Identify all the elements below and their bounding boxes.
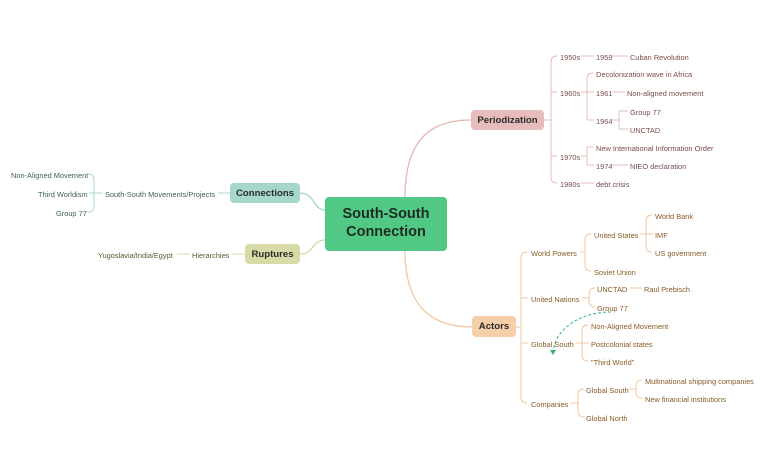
period-1964[interactable]: 1964 xyxy=(596,117,613,126)
period-nieo-declaration[interactable]: NIEO declaration xyxy=(630,162,687,171)
link-root-ruptures xyxy=(299,239,326,255)
period-1980s[interactable]: 1980s xyxy=(560,180,581,189)
ruptures-node[interactable]: Ruptures xyxy=(245,244,300,264)
actor-unctad[interactable]: UNCTAD xyxy=(597,285,628,294)
connections-node[interactable]: Connections xyxy=(230,183,300,203)
period-1970s[interactable]: 1970s xyxy=(560,153,581,162)
connections-nam[interactable]: Non-Aligned Movement xyxy=(11,171,89,180)
actor-world-bank[interactable]: World Bank xyxy=(655,212,694,221)
actor-us-government[interactable]: US government xyxy=(655,249,707,258)
period-1961[interactable]: 1961 xyxy=(596,89,613,98)
actor-companies-global-north[interactable]: Global North xyxy=(586,414,628,423)
actors-links xyxy=(472,214,653,418)
actor-financial-institutions[interactable]: New financial institutions xyxy=(645,395,726,404)
root-node[interactable]: South-South Connection xyxy=(325,197,447,251)
connections-third-worldism[interactable]: Third Worldism xyxy=(38,190,88,199)
actor-united-nations[interactable]: United Nations xyxy=(531,295,580,304)
connections-links xyxy=(87,173,230,213)
period-decolonization[interactable]: Decolonization wave in Africa xyxy=(596,70,693,79)
period-debt-crisis[interactable]: debt crisis xyxy=(596,180,630,189)
actor-postcolonial-states[interactable]: Postcolonial states xyxy=(591,340,653,349)
dashed-relation-arrow xyxy=(552,311,612,353)
actor-imf[interactable]: IMF xyxy=(655,231,668,240)
actor-united-states[interactable]: United States xyxy=(594,231,639,240)
actor-world-powers[interactable]: World Powers xyxy=(531,249,577,258)
actor-raul-prebisch[interactable]: Raul Prebisch xyxy=(644,285,691,294)
actor-third-world[interactable]: "Third World" xyxy=(591,358,635,367)
period-non-aligned[interactable]: Non-aligned movement xyxy=(627,89,704,98)
period-1959[interactable]: 1959 xyxy=(596,53,613,62)
actor-global-south[interactable]: Global South xyxy=(531,340,574,349)
period-1974[interactable]: 1974 xyxy=(596,162,613,171)
actor-group-77[interactable]: Group 77 xyxy=(597,304,628,313)
periodization-links xyxy=(544,55,628,184)
periodization-node[interactable]: Periodization xyxy=(471,110,544,130)
link-root-actors xyxy=(404,250,473,328)
ruptures-yugoslavia-india-egypt[interactable]: Yugoslavia/India/Egypt xyxy=(98,251,173,260)
period-group-77[interactable]: Group 77 xyxy=(630,108,661,117)
ruptures-hierarchies[interactable]: Hierarchies xyxy=(192,251,230,260)
actor-companies-global-south[interactable]: Global South xyxy=(586,386,629,395)
link-root-connections xyxy=(299,192,326,211)
period-cuban-revolution[interactable]: Cuban Revolution xyxy=(630,53,689,62)
actor-soviet-union[interactable]: Soviet Union xyxy=(594,268,636,277)
actor-companies[interactable]: Companies xyxy=(531,400,569,409)
dashed-relation-arrowhead xyxy=(550,350,556,355)
period-niio[interactable]: New International Information Order xyxy=(596,144,714,153)
actors-node[interactable]: Actors xyxy=(472,316,516,337)
link-root-periodization xyxy=(404,119,472,198)
actor-shipping-companies[interactable]: Multinational shipping companies xyxy=(645,377,754,386)
connections-movements[interactable]: South-South Movements/Projects xyxy=(105,190,216,199)
connections-group-77[interactable]: Group 77 xyxy=(56,209,87,218)
root-label: South-South Connection xyxy=(342,206,430,240)
period-1950s[interactable]: 1950s xyxy=(560,53,581,62)
period-1960s[interactable]: 1960s xyxy=(560,89,581,98)
actor-non-aligned-movement[interactable]: Non-Aligned Movement xyxy=(591,322,669,331)
period-unctad[interactable]: UNCTAD xyxy=(630,126,661,135)
